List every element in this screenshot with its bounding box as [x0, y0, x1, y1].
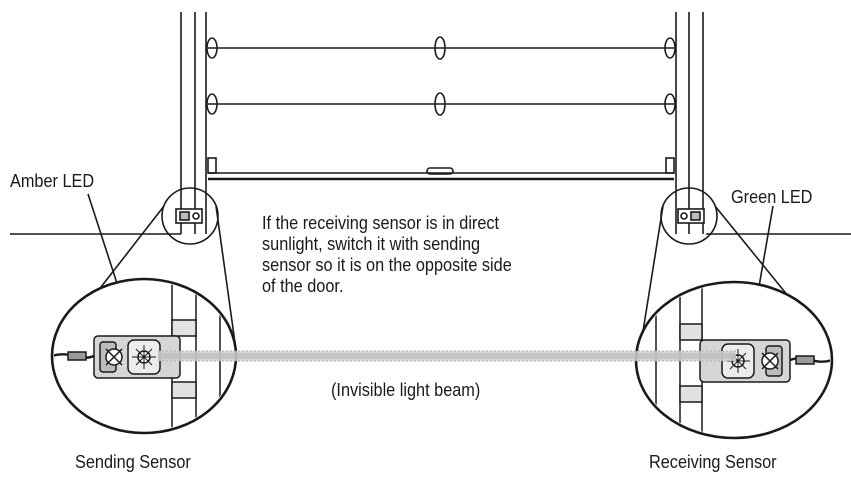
sending-sensor-label: Sending Sensor [75, 451, 191, 472]
sunlight-note: If the receiving sensor is in direct sun… [262, 212, 512, 296]
amber-led-label: Amber LED [10, 170, 95, 191]
green-led-label: Green LED [731, 186, 813, 207]
note-line: sensor so it is on the opposite side [262, 254, 512, 275]
note-line: If the receiving sensor is in direct [262, 212, 500, 233]
note-line: of the door. [262, 275, 344, 296]
note-line: sunlight, switch it with sending [262, 233, 481, 254]
left-door-track [180, 12, 207, 234]
garage-door-panel [206, 36, 676, 181]
invisible-light-beam [158, 350, 736, 362]
left-sensor-marker [175, 208, 203, 224]
right-door-track [675, 12, 704, 234]
beam-label: (Invisible light beam) [331, 379, 481, 400]
right-sensor-marker [677, 208, 705, 224]
receiving-sensor-label: Receiving Sensor [649, 451, 777, 472]
